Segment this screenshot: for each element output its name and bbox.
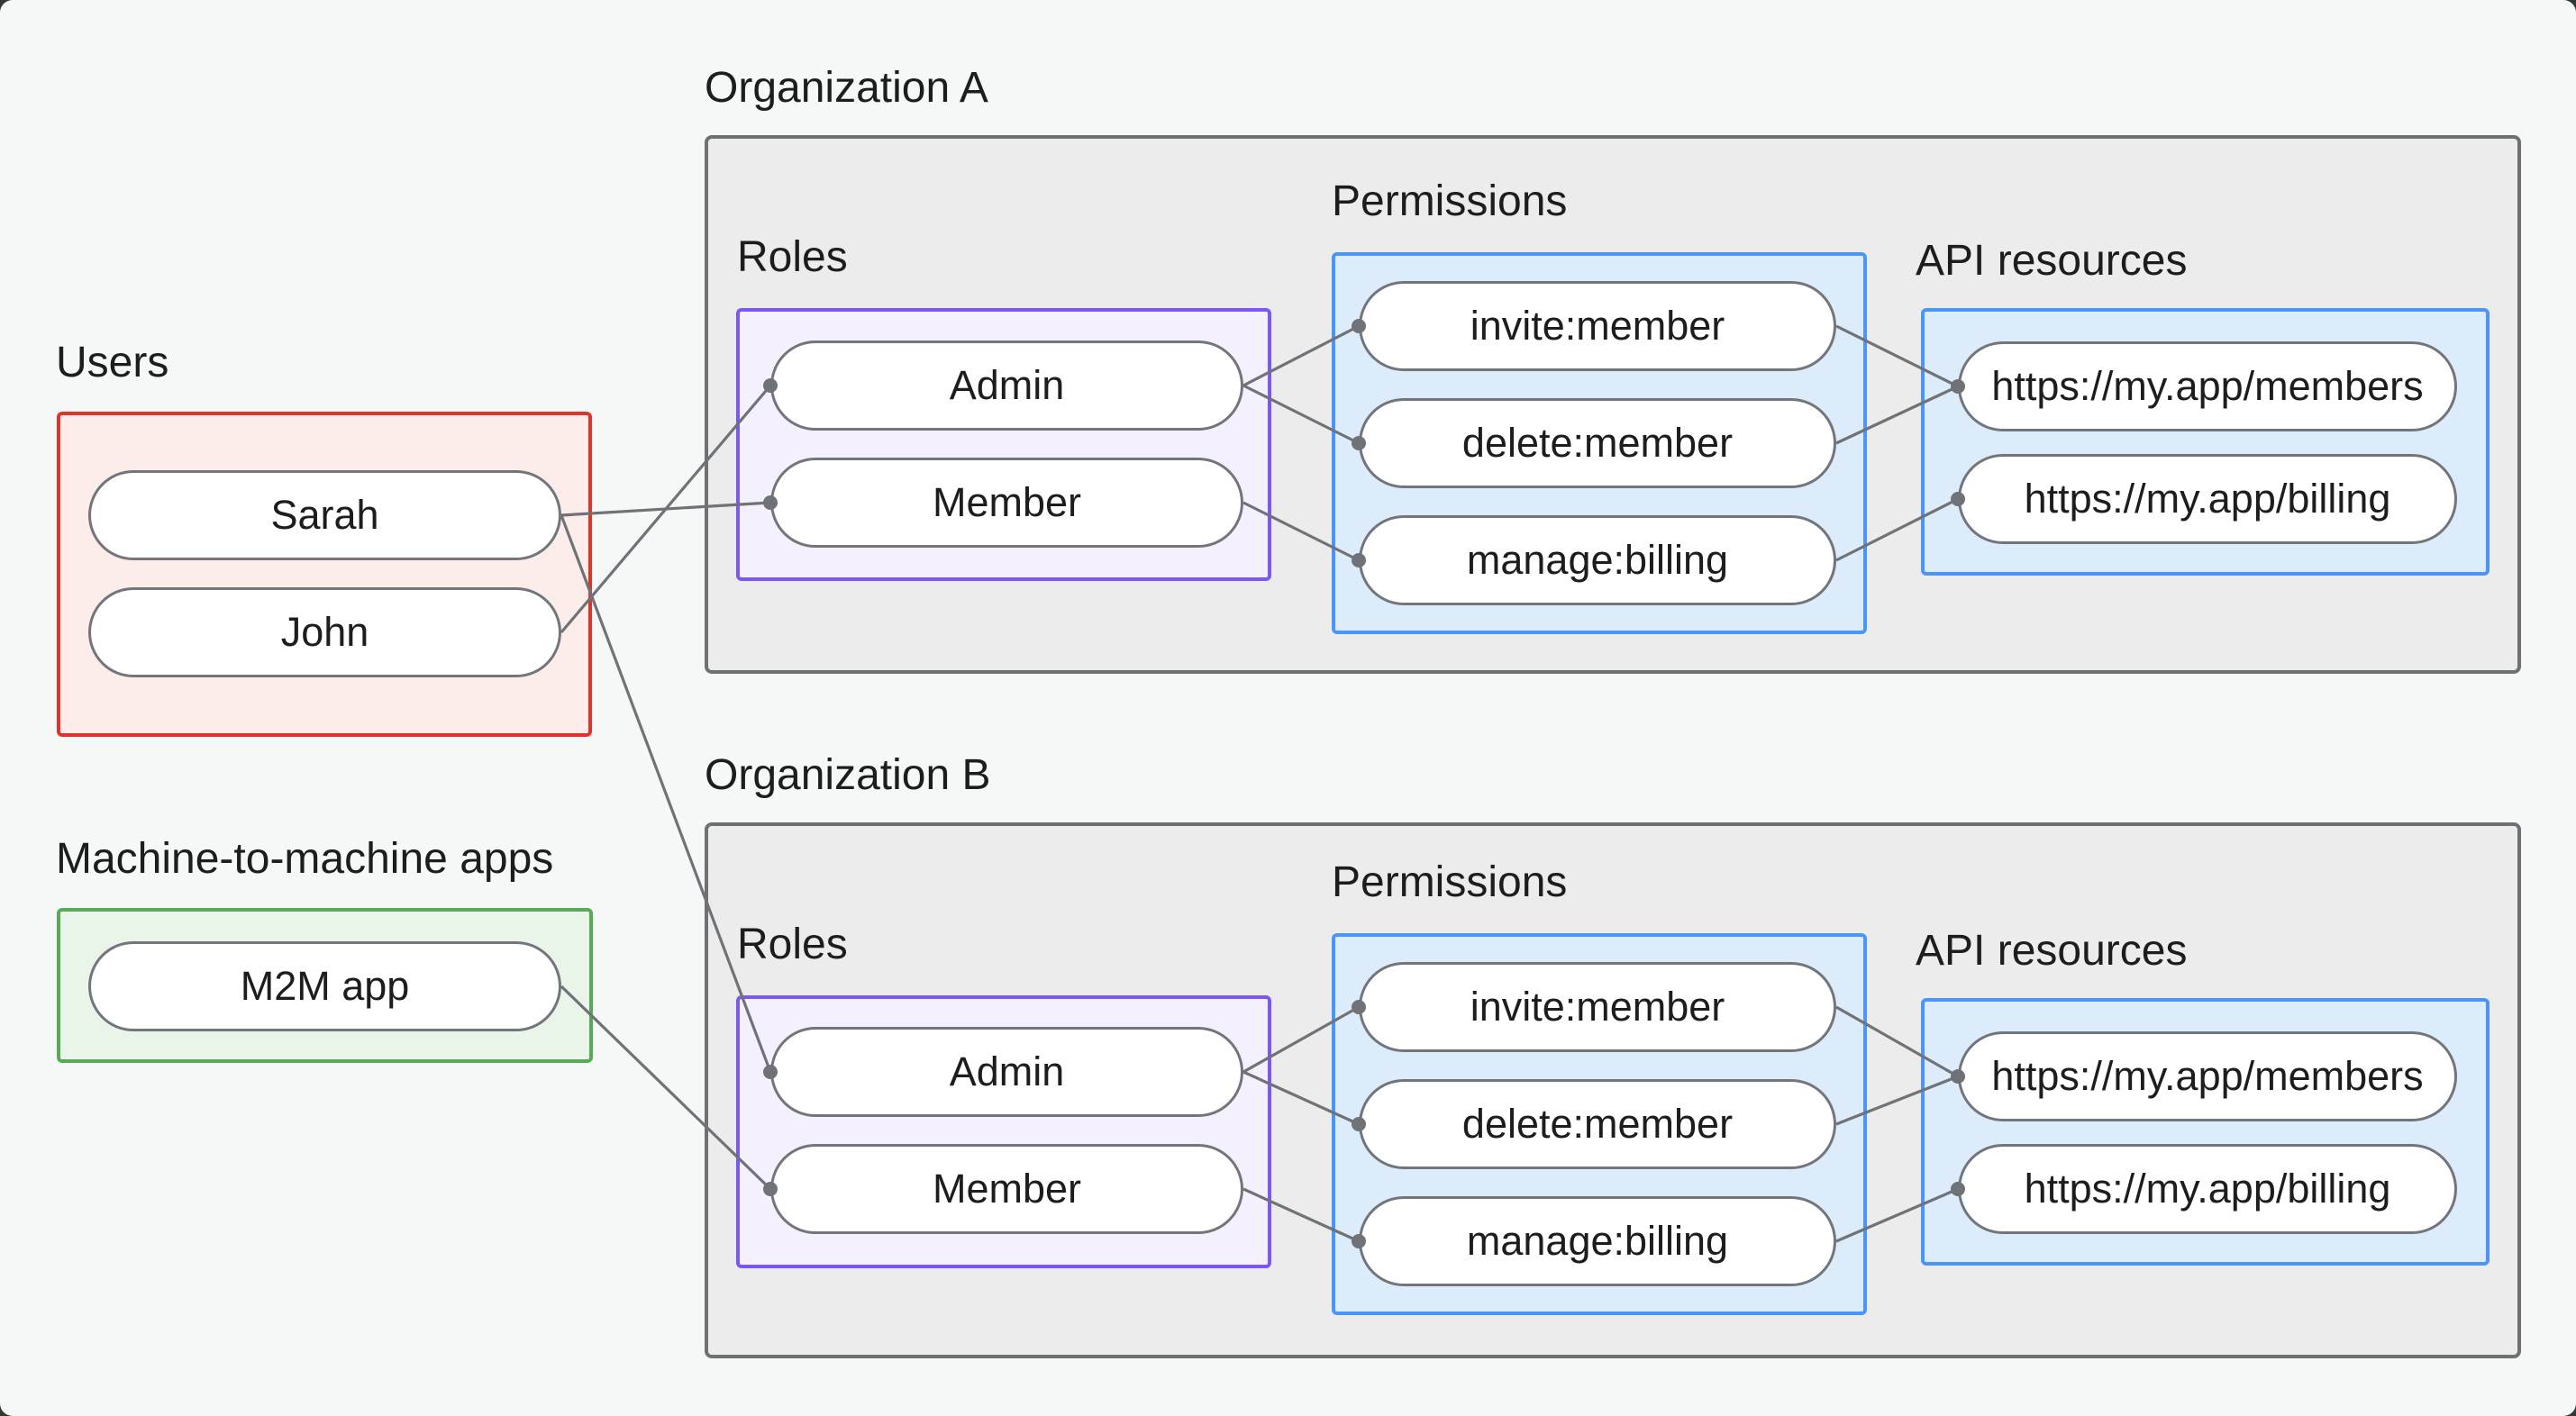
org-a-api-members-label: https://my.app/members bbox=[1991, 363, 2424, 409]
users-group-box bbox=[57, 412, 592, 737]
org-a-api-billing-label: https://my.app/billing bbox=[2024, 476, 2391, 522]
org-a-roles-label: Roles bbox=[737, 233, 848, 281]
org-a-role-member-label: Member bbox=[932, 479, 1082, 525]
org-a-api-pill-billing: https://my.app/billing bbox=[1958, 454, 2457, 544]
org-b-title: Organization B bbox=[705, 751, 991, 799]
org-b-permissions-label: Permissions bbox=[1332, 858, 1568, 906]
org-a-api-label: API resources bbox=[1916, 237, 2188, 285]
user-pill-sarah-label: Sarah bbox=[270, 492, 379, 538]
org-a-perm-delete-label: delete:member bbox=[1461, 420, 1734, 466]
org-b-api-billing-label: https://my.app/billing bbox=[2024, 1166, 2391, 1212]
org-a-title: Organization A bbox=[705, 64, 988, 112]
org-b-role-member-label: Member bbox=[932, 1166, 1082, 1212]
m2m-app-pill: M2M app bbox=[88, 941, 561, 1031]
org-a-role-admin-label: Admin bbox=[949, 362, 1065, 408]
m2m-section-label: Machine-to-machine apps bbox=[56, 835, 554, 883]
org-a-perm-pill-invite: invite:member bbox=[1359, 281, 1836, 371]
user-pill-john: John bbox=[88, 587, 561, 677]
user-pill-sarah: Sarah bbox=[88, 470, 561, 560]
org-b-role-pill-admin: Admin bbox=[770, 1027, 1243, 1117]
org-a-permissions-label: Permissions bbox=[1332, 177, 1568, 225]
org-a-role-pill-admin: Admin bbox=[770, 340, 1243, 431]
org-a-api-pill-members: https://my.app/members bbox=[1958, 341, 2457, 431]
users-section-label: Users bbox=[56, 339, 169, 386]
org-b-api-pill-members: https://my.app/members bbox=[1958, 1031, 2457, 1121]
org-a-perm-pill-delete: delete:member bbox=[1359, 398, 1836, 488]
org-b-perm-manage-label: manage:billing bbox=[1466, 1218, 1729, 1264]
org-b-role-admin-label: Admin bbox=[949, 1048, 1065, 1094]
org-b-role-pill-member: Member bbox=[770, 1144, 1243, 1234]
org-b-api-members-label: https://my.app/members bbox=[1991, 1053, 2424, 1099]
org-a-perm-manage-label: manage:billing bbox=[1466, 537, 1729, 583]
org-b-perm-invite-label: invite:member bbox=[1470, 984, 1725, 1030]
org-b-perm-pill-invite: invite:member bbox=[1359, 962, 1836, 1052]
org-b-perm-pill-delete: delete:member bbox=[1359, 1079, 1836, 1169]
org-b-api-pill-billing: https://my.app/billing bbox=[1958, 1144, 2457, 1234]
user-pill-john-label: John bbox=[280, 609, 369, 655]
org-a-perm-invite-label: invite:member bbox=[1470, 303, 1725, 349]
org-b-roles-label: Roles bbox=[737, 921, 848, 968]
org-b-api-label: API resources bbox=[1916, 927, 2188, 975]
org-a-role-pill-member: Member bbox=[770, 458, 1243, 548]
org-a-perm-pill-manage: manage:billing bbox=[1359, 515, 1836, 605]
m2m-app-pill-label: M2M app bbox=[240, 963, 410, 1009]
org-b-perm-delete-label: delete:member bbox=[1461, 1101, 1734, 1147]
org-b-perm-pill-manage: manage:billing bbox=[1359, 1196, 1836, 1286]
